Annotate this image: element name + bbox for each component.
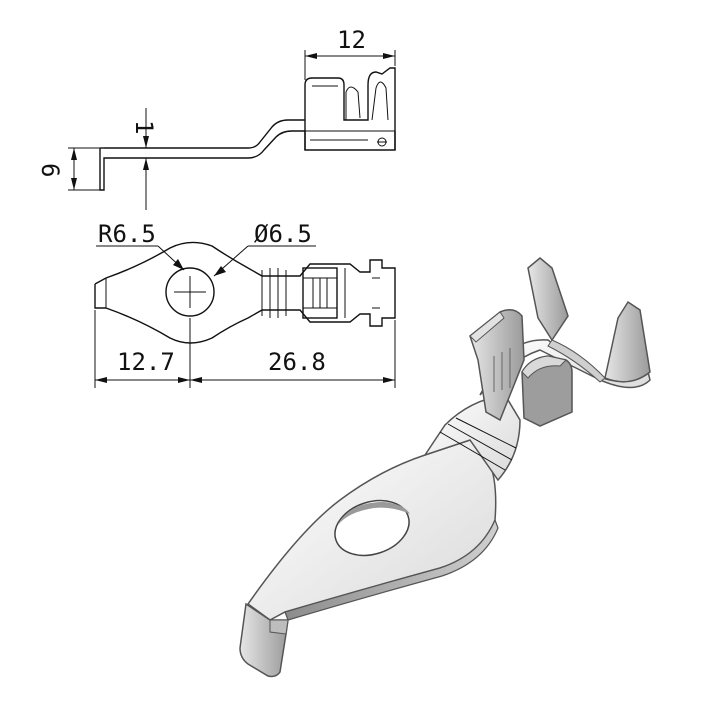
isometric-view <box>239 257 651 678</box>
side-view: 12 1 6 <box>36 26 396 210</box>
dim-radius: R6.5 <box>98 220 156 248</box>
dim-hole-diameter: Ø6.5 <box>254 220 312 248</box>
top-view: R6.5 Ø6.5 12.7 26.8 <box>94 220 396 388</box>
dim-height: 6 <box>36 163 64 177</box>
dim-length-left: 12.7 <box>117 348 175 376</box>
hole <box>334 499 410 557</box>
insulation-tab-back <box>527 257 569 342</box>
crimp-tab-left <box>469 309 525 422</box>
dim-length-right: 26.8 <box>268 348 326 376</box>
insulation-tab-front <box>604 300 651 383</box>
dim-thickness: 1 <box>130 120 158 134</box>
dim-top-width: 12 <box>337 26 366 54</box>
